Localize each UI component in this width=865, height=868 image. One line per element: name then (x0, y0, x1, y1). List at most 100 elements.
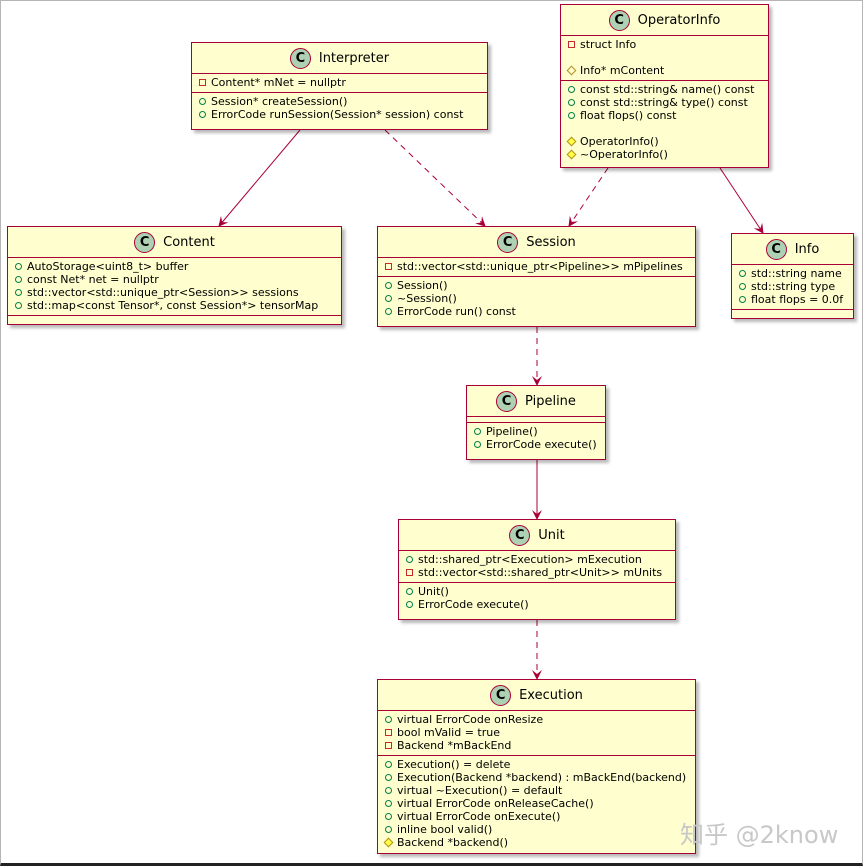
class-interpreter-fields: Content* mNet = nullptr (192, 73, 487, 92)
method-row: Unit() (399, 585, 675, 598)
class-stereotype-icon: C (496, 390, 518, 412)
public-visibility-icon (385, 774, 392, 781)
public-visibility-icon (474, 428, 481, 435)
class-unit-fields: std::shared_ptr<Execution> mExecution st… (399, 550, 675, 582)
method-row: ErrorCode execute() (467, 438, 605, 451)
method-row: virtual ErrorCode onReleaseCache() (378, 797, 695, 810)
class-info-fields: std::string name std::string type float … (732, 264, 853, 309)
class-operatorinfo-fields: struct Info Info* mContent (561, 35, 768, 80)
relation-operatorinfo-info (719, 167, 764, 234)
class-session-methods: Session() ~Session() ErrorCode run() con… (378, 276, 695, 321)
method-row: const std::string& name() const (561, 83, 768, 96)
field-row: virtual ErrorCode onResize (378, 713, 695, 726)
field-row: std::vector<std::shared_ptr<Unit>> mUnit… (399, 566, 675, 579)
relation-operatorinfo-session (568, 167, 609, 227)
class-execution-methods: Execution() = delete Execution(Backend *… (378, 755, 695, 852)
public-visibility-icon (15, 263, 22, 270)
method-row: ~Session() (378, 292, 695, 305)
public-visibility-icon (385, 826, 392, 833)
class-session-name: Session (526, 234, 576, 250)
method-row: ErrorCode execute() (399, 598, 675, 611)
public-visibility-icon (568, 112, 575, 119)
public-visibility-icon (739, 296, 746, 303)
class-content-methods (8, 315, 341, 321)
field-row: std::string name (732, 267, 853, 280)
class-info-name: Info (794, 241, 820, 257)
class-content: C Content AutoStorage<uint8_t> buffer co… (7, 226, 342, 325)
method-row: virtual ErrorCode onExecute() (378, 810, 695, 823)
class-stereotype-icon: C (289, 47, 311, 69)
public-visibility-icon (199, 111, 206, 118)
public-visibility-icon (385, 813, 392, 820)
class-execution-header: C Execution (378, 680, 695, 710)
class-execution: C Execution virtual ErrorCode onResize b… (377, 679, 696, 854)
field-row: Content* mNet = nullptr (192, 76, 487, 89)
class-execution-fields: virtual ErrorCode onResize bool mValid =… (378, 710, 695, 755)
method-row: Session() (378, 279, 695, 292)
field-row: std::vector<std::unique_ptr<Pipeline>> m… (378, 260, 695, 273)
class-info: C Info std::string name std::string type… (731, 233, 854, 319)
class-interpreter-name: Interpreter (318, 50, 390, 66)
field-row: std::vector<std::unique_ptr<Session>> se… (8, 286, 341, 299)
private-visibility-icon (199, 79, 206, 86)
public-visibility-icon (568, 99, 575, 106)
class-interpreter-methods: Session* createSession() ErrorCode runSe… (192, 92, 487, 124)
public-visibility-icon (15, 289, 22, 296)
class-session: C Session std::vector<std::unique_ptr<Pi… (377, 226, 696, 327)
public-visibility-icon (385, 716, 392, 723)
method-row: ErrorCode runSession(Session* session) c… (192, 108, 487, 121)
class-stereotype-icon: C (134, 231, 156, 253)
watermark: 知乎 @2know (680, 821, 839, 849)
public-visibility-icon (406, 588, 413, 595)
class-operatorinfo-methods: const std::string& name() const const st… (561, 80, 768, 164)
class-pipeline-methods: Pipeline() ErrorCode execute() (467, 422, 605, 454)
public-visibility-icon (385, 761, 392, 768)
public-visibility-icon (199, 98, 206, 105)
class-stereotype-icon: C (497, 231, 519, 253)
class-execution-name: Execution (519, 687, 583, 703)
method-row: const std::string& type() const (561, 96, 768, 109)
private-visibility-icon (568, 41, 575, 48)
public-visibility-icon (406, 556, 413, 563)
relation-interpreter-content (218, 129, 301, 227)
method-row: Backend *backend() (378, 836, 695, 849)
class-pipeline-fields (467, 416, 605, 422)
field-row: std::shared_ptr<Execution> mExecution (399, 553, 675, 566)
protected-visibility-icon (383, 837, 394, 848)
method-row: Session* createSession() (192, 95, 487, 108)
protected-visibility-icon (566, 149, 577, 160)
public-visibility-icon (385, 308, 392, 315)
method-row: inline bool valid() (378, 823, 695, 836)
class-pipeline-header: C Pipeline (467, 386, 605, 416)
private-visibility-icon (406, 569, 413, 576)
class-stereotype-icon: C (490, 684, 512, 706)
method-row: Pipeline() (467, 425, 605, 438)
class-info-methods (732, 309, 853, 315)
class-unit-methods: Unit() ErrorCode execute() (399, 582, 675, 614)
public-visibility-icon (739, 283, 746, 290)
class-session-fields: std::vector<std::unique_ptr<Pipeline>> m… (378, 257, 695, 276)
method-row: ~OperatorInfo() (561, 148, 768, 161)
protected-visibility-icon (566, 65, 577, 76)
public-visibility-icon (385, 282, 392, 289)
method-row: float flops() const (561, 109, 768, 122)
class-content-header: C Content (8, 227, 341, 257)
field-row: float flops = 0.0f (732, 293, 853, 306)
class-unit-name: Unit (538, 527, 565, 543)
class-unit-header: C Unit (399, 520, 675, 550)
public-visibility-icon (385, 787, 392, 794)
class-unit: C Unit std::shared_ptr<Execution> mExecu… (398, 519, 676, 620)
public-visibility-icon (406, 601, 413, 608)
class-pipeline: C Pipeline Pipeline() ErrorCode execute(… (466, 385, 606, 460)
relation-interpreter-session (384, 129, 486, 227)
class-content-name: Content (163, 234, 215, 250)
private-visibility-icon (385, 742, 392, 749)
class-operatorinfo: C OperatorInfo struct Info Info* mConten… (560, 4, 769, 168)
field-row: std::map<const Tensor*, const Session*> … (8, 299, 341, 312)
protected-visibility-icon (566, 136, 577, 147)
method-row: OperatorInfo() (561, 135, 768, 148)
field-row: std::string type (732, 280, 853, 293)
class-stereotype-icon: C (765, 238, 787, 260)
field-row: bool mValid = true (378, 726, 695, 739)
field-row: Backend *mBackEnd (378, 739, 695, 752)
